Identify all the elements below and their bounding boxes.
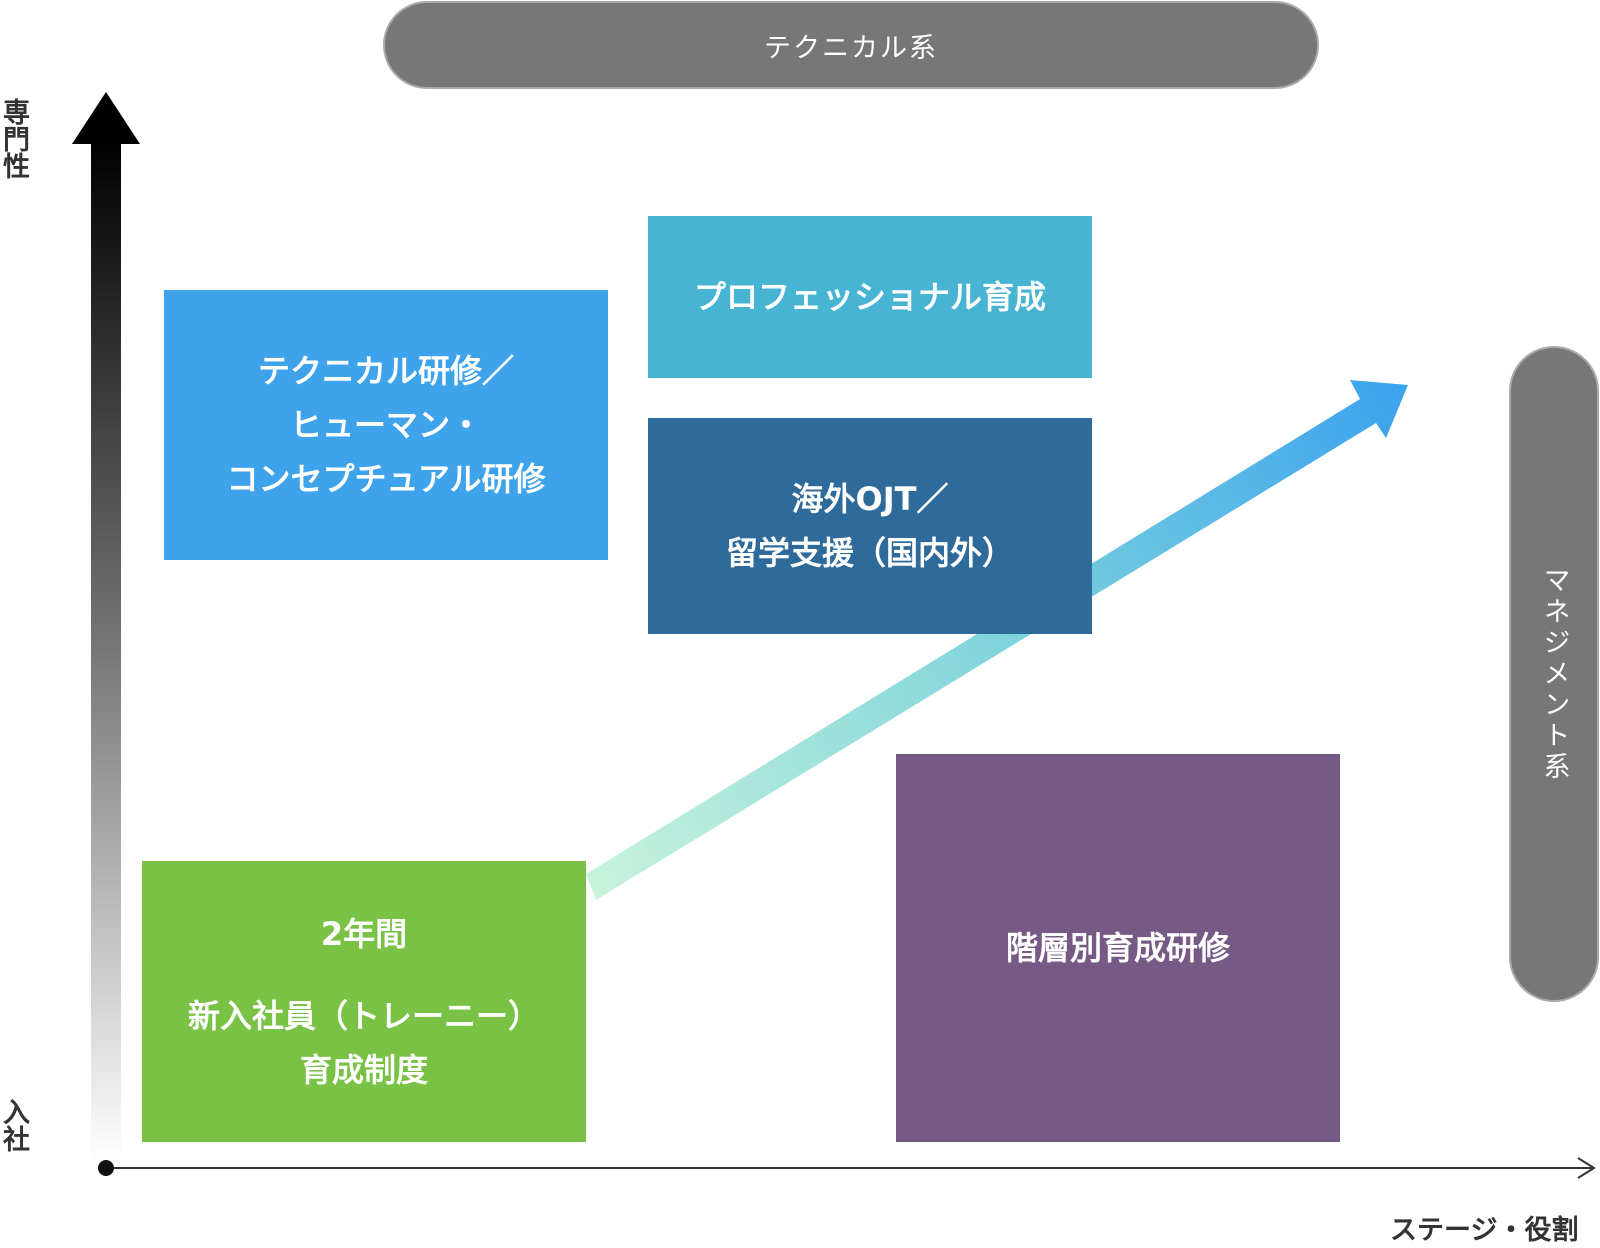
technical-training-line3: コンセプチュアル研修 [226,460,546,498]
new-hire-duration: 2年間 [320,914,408,953]
x-axis-label: ステージ・役割 [1390,1215,1579,1246]
professional-development-box: プロフェッショナル育成 [648,216,1092,378]
new-hire-program-box: 2年間 新入社員（トレーニー） 育成制度 [142,861,586,1142]
professional-development-label: プロフェッショナル育成 [693,278,1046,316]
tiered-training-box: 階層別育成研修 [896,754,1340,1142]
y-axis-bottom-label: 入社 [0,1098,29,1152]
technical-training-line2: ヒューマン・ [289,406,482,444]
technical-category-label: テクニカル系 [764,32,938,64]
growth-arrow [586,380,1408,900]
technical-category-pill: テクニカル系 [383,1,1319,89]
overseas-support-line1: 海外OJT／ [791,480,949,518]
new-hire-line3: 育成制度 [299,1050,428,1089]
origin-dot [98,1160,114,1176]
overseas-support-line2: 留学支援（国内外） [725,534,1014,572]
y-axis-top-label: 専門性 [0,98,29,179]
tiered-training-label: 階層別育成研修 [1005,929,1230,967]
overseas-support-box: 海外OJT／ 留学支援（国内外） [648,418,1092,634]
management-category-pill: マネジメント系 [1509,346,1599,1002]
y-axis-arrowhead [72,92,140,144]
x-axis-arrowhead [1577,1157,1596,1179]
management-category-label: マネジメント系 [1538,565,1570,783]
technical-training-box: テクニカル研修／ ヒューマン・ コンセプチュアル研修 [164,290,608,560]
y-axis-shaft [91,142,121,1162]
technical-training-line1: テクニカル研修／ [257,352,514,390]
new-hire-line2: 新入社員（トレーニー） [187,996,540,1035]
